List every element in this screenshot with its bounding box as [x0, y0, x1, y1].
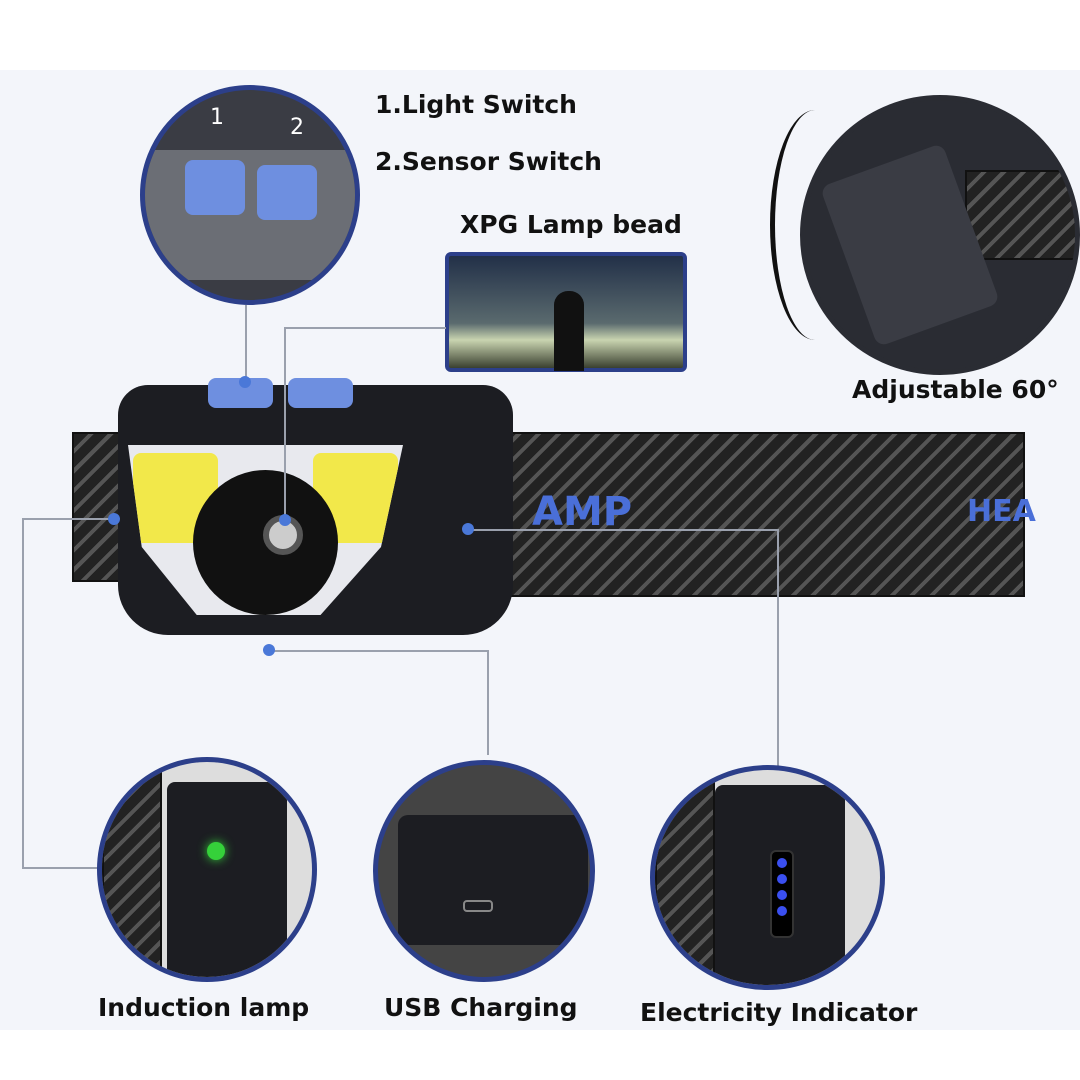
switch-detail-circle: 1 2	[140, 85, 360, 305]
adjustable-detail-circle	[800, 95, 1080, 375]
strap-text-hea: HEA	[967, 494, 1036, 529]
usb-label: USB Charging	[384, 993, 578, 1022]
switch-number-1: 1	[210, 105, 224, 130]
strap-text-amp: AMP	[532, 489, 633, 535]
usb-detail-circle	[373, 760, 595, 982]
light-switch-label: 1.Light Switch	[375, 90, 577, 119]
switch-number-2: 2	[290, 115, 304, 140]
sensor-switch-label: 2.Sensor Switch	[375, 147, 602, 176]
sensor-switch-button	[288, 378, 353, 408]
adjustable-label: Adjustable 60°	[852, 375, 1059, 404]
indicator-label: Electricity Indicator	[640, 998, 918, 1027]
battery-leds	[770, 850, 794, 938]
induction-label: Induction lamp	[98, 993, 310, 1022]
rotate-arrow-icon	[770, 110, 860, 340]
lamp-bead-label: XPG Lamp bead	[460, 210, 682, 239]
indicator-detail-circle	[650, 765, 885, 990]
green-led-icon	[207, 842, 225, 860]
headband-strap: AMP HEA	[480, 432, 1036, 597]
usb-port-icon	[463, 900, 493, 912]
lamp-bead-photo	[445, 252, 687, 372]
induction-detail-circle	[97, 757, 317, 982]
